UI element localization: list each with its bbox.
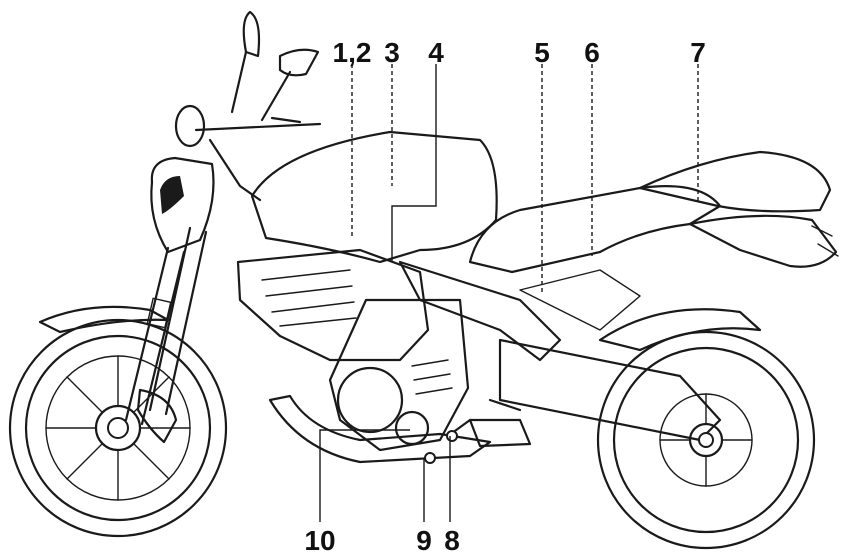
callout-6: 6 — [584, 37, 600, 68]
engine-block — [236, 248, 470, 452]
frame — [398, 260, 722, 448]
headlight-cowl — [150, 156, 215, 254]
callout-9: 9 — [416, 525, 432, 556]
callout-5: 5 — [534, 37, 550, 68]
callout-4: 4 — [428, 37, 444, 68]
callout-3: 3 — [384, 37, 400, 68]
passenger-seat — [638, 150, 832, 213]
footpegs — [424, 398, 522, 464]
callout-8: 8 — [444, 525, 460, 556]
front-wheel — [8, 318, 228, 538]
exhaust — [268, 394, 492, 464]
tail-section — [688, 214, 838, 268]
callout-10: 10 — [304, 525, 335, 556]
callout-7: 7 — [690, 37, 706, 68]
front-forks — [124, 226, 208, 426]
tail-light — [811, 225, 839, 257]
headlight-lens — [160, 176, 184, 214]
callout-1-2: 1,2 — [333, 37, 372, 68]
rear-fender — [598, 308, 762, 352]
rear-wheel — [596, 330, 816, 550]
leader-lines — [319, 64, 699, 522]
fuel-tank — [250, 130, 498, 264]
rider-seat — [468, 185, 722, 274]
handlebars — [174, 10, 322, 202]
